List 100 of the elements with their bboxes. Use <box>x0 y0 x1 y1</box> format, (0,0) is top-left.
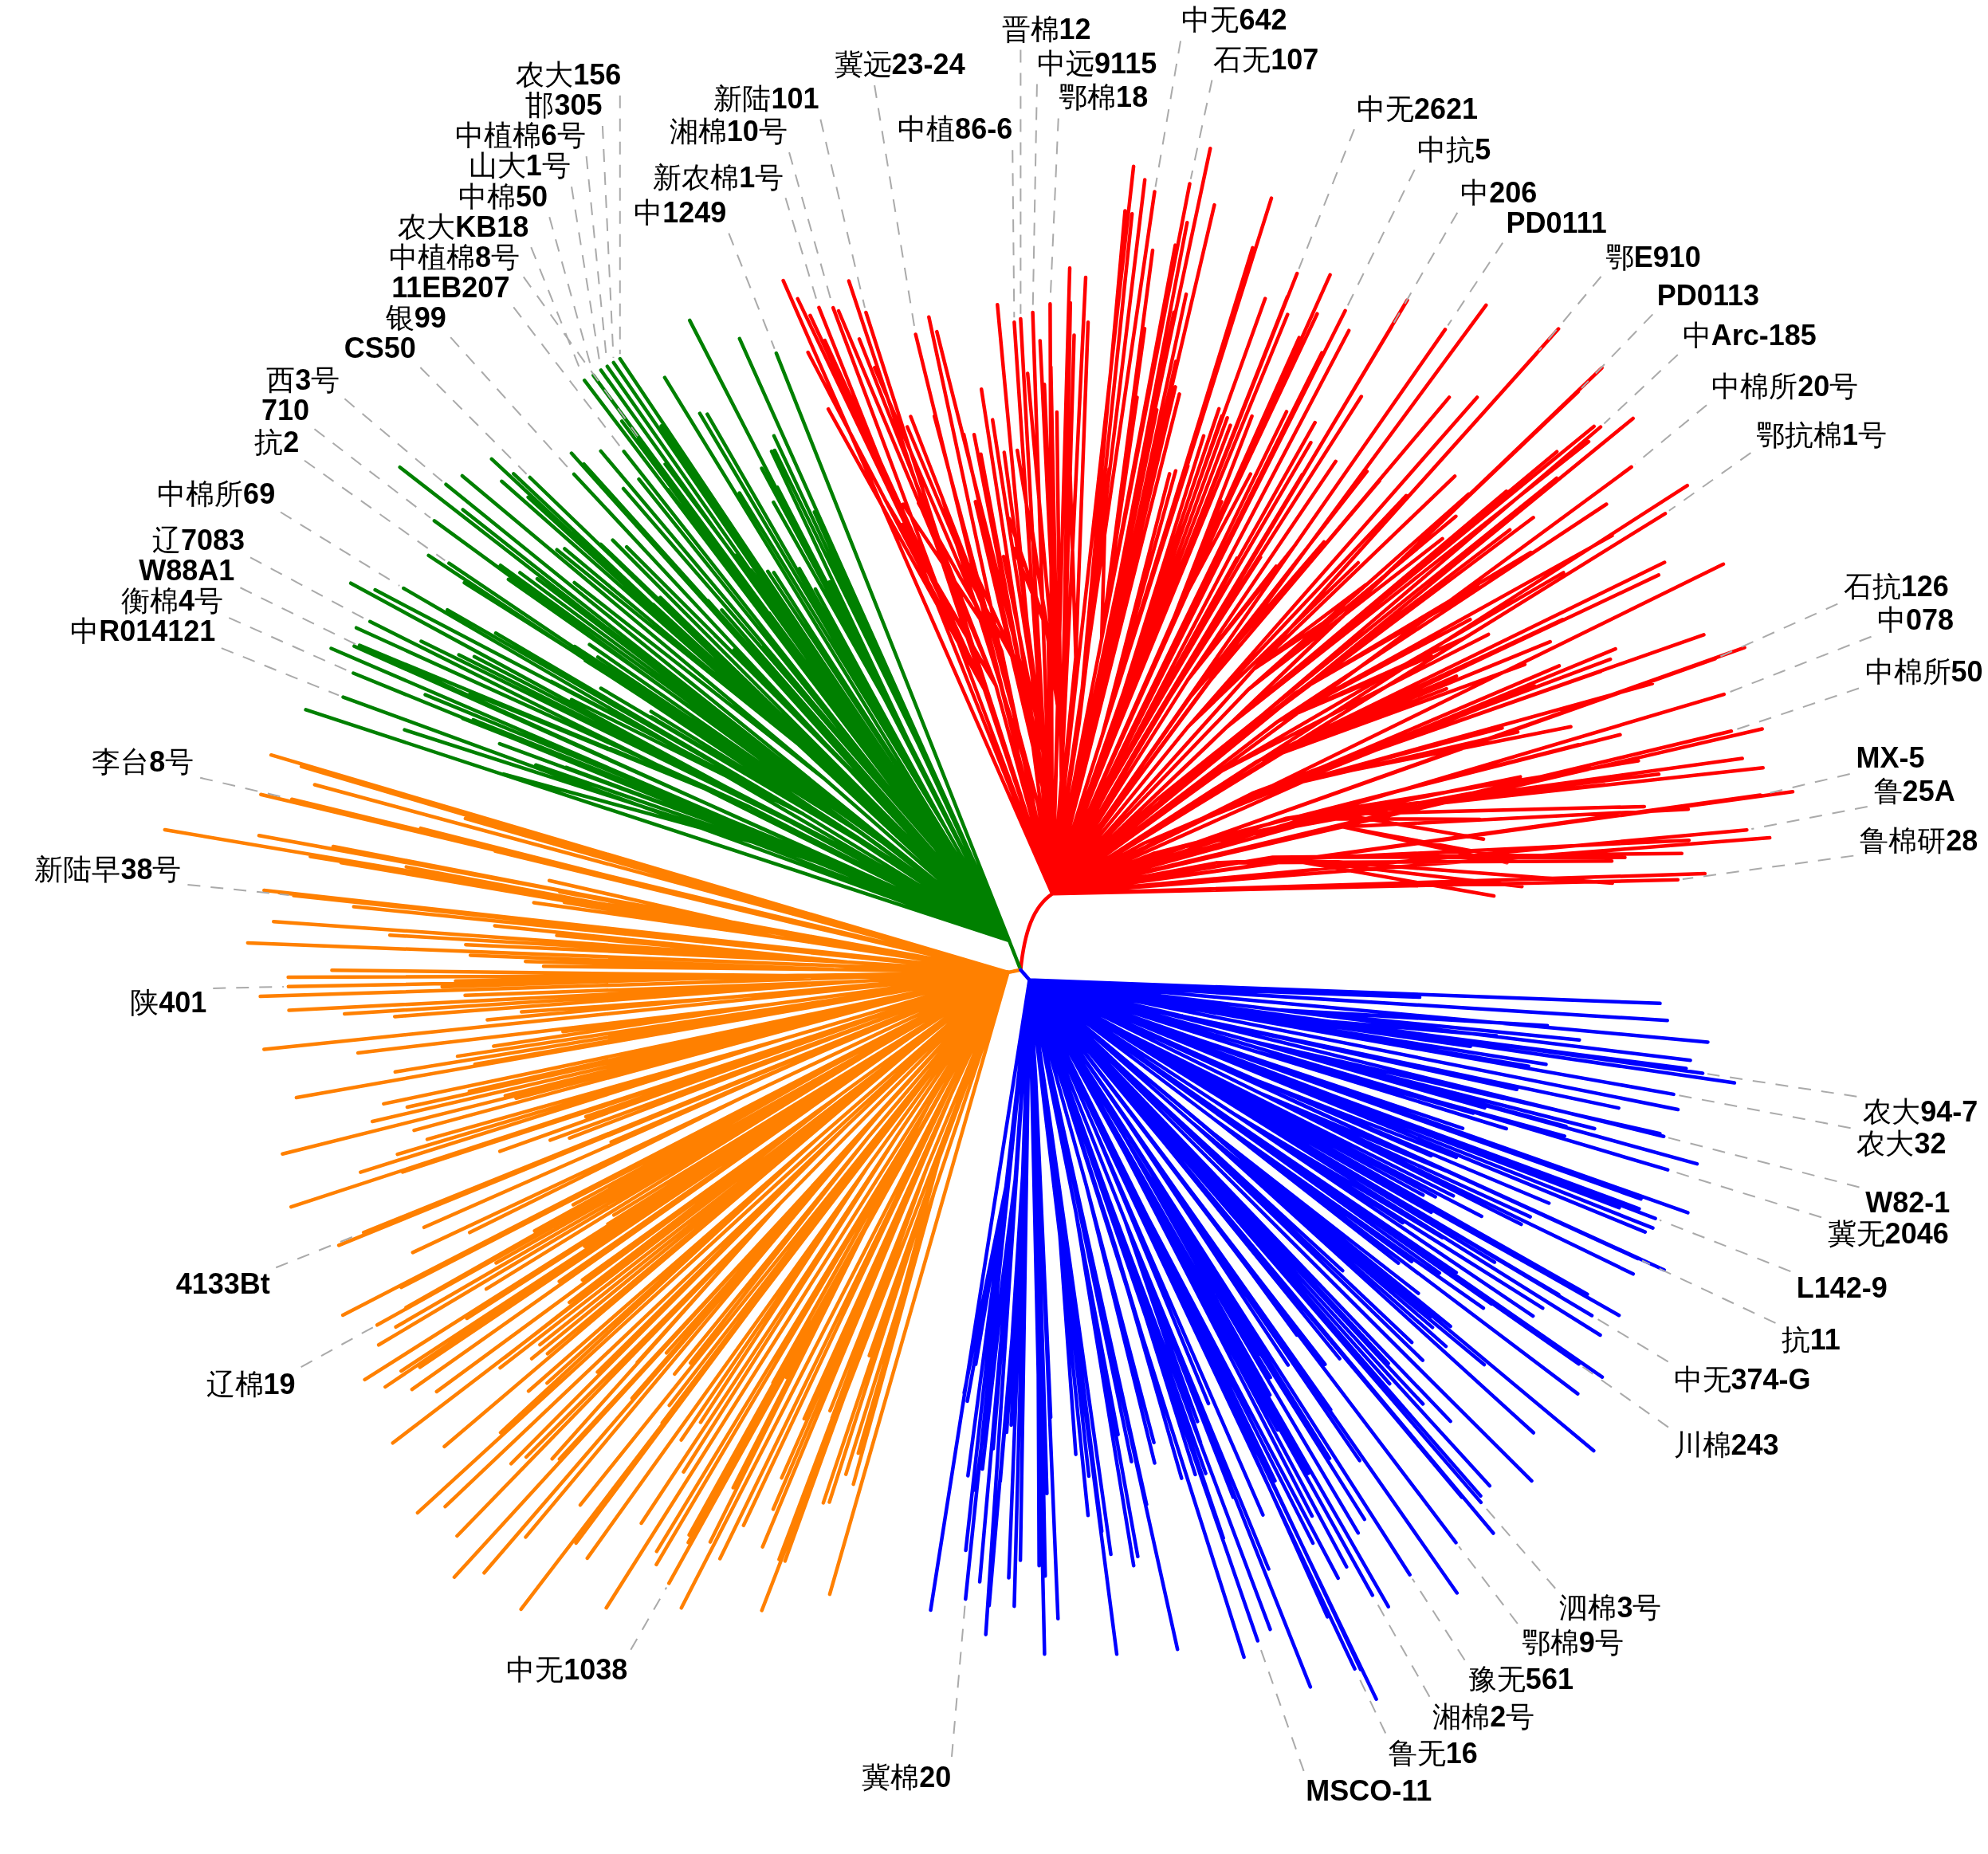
taxon-label: 鄂棉9号 <box>1521 1628 1624 1658</box>
taxon-label: 鲁无16 <box>1388 1738 1478 1768</box>
taxon-label: 鲁25A <box>1873 776 1955 806</box>
leader-line <box>1735 687 1860 731</box>
taxon-label: 中无642 <box>1181 6 1287 35</box>
taxon-label: 邯305 <box>525 91 603 120</box>
leader-line <box>1681 854 1855 880</box>
taxon-label: 中植棉8号 <box>389 242 521 272</box>
leader-line <box>300 1326 374 1369</box>
taxon-label: 豫无561 <box>1467 1665 1574 1695</box>
leader-line <box>1538 276 1602 352</box>
leader-line <box>303 459 446 562</box>
leader-line <box>1393 211 1459 324</box>
leader-line <box>819 118 866 309</box>
taxon-label: 农大156 <box>516 60 622 89</box>
taxon-label: 4133Bt <box>175 1270 270 1299</box>
leader-line <box>1154 40 1182 188</box>
taxon-label: 山大1号 <box>468 151 571 181</box>
leader-line <box>1668 452 1752 512</box>
taxon-label: L142-9 <box>1796 1274 1888 1302</box>
taxon-label: 辽7083 <box>151 525 245 555</box>
taxon-label: 中无2621 <box>1356 94 1478 124</box>
taxon-label: PD0111 <box>1506 208 1607 238</box>
taxon-label: 农大KB18 <box>398 212 529 242</box>
taxon-label: 中R014121 <box>70 617 216 646</box>
taxon-label: 中抗5 <box>1417 135 1491 164</box>
taxon-label: W82-1 <box>1865 1188 1951 1218</box>
taxon-label: 川棉243 <box>1673 1431 1779 1460</box>
leader-line <box>419 367 528 475</box>
leader-line <box>1719 603 1839 658</box>
taxon-label: 中植86-6 <box>898 115 1013 144</box>
leader-line <box>601 125 615 359</box>
leader-line <box>1677 1094 1852 1129</box>
taxon-label: 石无107 <box>1213 45 1319 74</box>
taxon-label: 辽棉19 <box>206 1369 296 1399</box>
leader-line <box>1189 79 1213 180</box>
taxon-label: 冀无2046 <box>1827 1219 1949 1248</box>
leader-line <box>1298 128 1355 270</box>
leader-line <box>513 306 622 449</box>
taxon-label: 农大94-7 <box>1863 1097 1978 1126</box>
taxon-label: MSCO-11 <box>1306 1777 1432 1806</box>
leader-line <box>1447 242 1504 327</box>
leader-line <box>1581 313 1654 389</box>
taxon-label: 抗11 <box>1781 1326 1841 1355</box>
taxon-label: 鄂抗棉1号 <box>1755 420 1887 450</box>
taxon-label: 中植棉6号 <box>454 121 586 151</box>
taxon-label: 新陆早38号 <box>34 855 182 885</box>
taxon-label: 晋棉12 <box>1001 14 1091 44</box>
taxon-label: 中棉所50 <box>1864 658 1983 686</box>
leader-line <box>220 647 340 697</box>
leader-line <box>1581 1365 1669 1428</box>
taxon-label: 西3号 <box>266 366 340 395</box>
leader-line <box>1458 1546 1519 1624</box>
leader-line <box>1595 1317 1669 1363</box>
leader-line <box>1411 1577 1466 1661</box>
leader-line <box>1707 1073 1858 1098</box>
taxon-label: 中078 <box>1877 605 1955 634</box>
taxon-label: 鲁棉研28 <box>1860 826 1978 855</box>
taxon-label: 鄂E910 <box>1605 242 1701 272</box>
taxon-label: MX-5 <box>1856 744 1925 773</box>
leader-line <box>1727 635 1872 693</box>
taxon-label: 中206 <box>1460 178 1538 207</box>
leader-line <box>279 511 401 587</box>
taxon-label: 中无374-G <box>1673 1365 1811 1394</box>
taxon-label: 中棉所20号 <box>1711 372 1859 402</box>
taxon-label: 中无1038 <box>506 1655 628 1684</box>
leader-line <box>522 276 639 438</box>
taxon-label: 陕401 <box>130 988 207 1018</box>
leader-line <box>313 428 432 519</box>
leader-line <box>1641 1259 1777 1324</box>
taxon-label: 冀远23-24 <box>834 50 965 80</box>
leader-line <box>344 398 443 482</box>
leader-line <box>187 883 290 896</box>
taxon-label: 银99 <box>385 304 446 333</box>
taxon-label: 新陆101 <box>713 84 819 114</box>
taxon-label: 衡棉4号 <box>120 586 223 615</box>
taxon-label: CS50 <box>344 334 416 363</box>
taxon-label: 新农棉1号 <box>653 163 784 192</box>
taxon-label: 中Arc-185 <box>1682 321 1817 351</box>
leader-line <box>630 1586 668 1651</box>
taxon-label: 11EB207 <box>391 273 510 303</box>
taxon-label: 李台8号 <box>92 747 194 776</box>
taxon-label: 农大32 <box>1856 1129 1947 1158</box>
leader-line <box>1012 149 1016 319</box>
leader-line <box>728 232 776 350</box>
leader-line <box>619 94 621 355</box>
leader-line <box>1750 806 1868 831</box>
leader-line <box>1603 353 1679 425</box>
taxon-label: PD0113 <box>1656 281 1759 310</box>
taxon-label: 湘棉2号 <box>1432 1702 1535 1731</box>
taxon-label: 鄂棉18 <box>1059 83 1149 112</box>
leader-line <box>1020 49 1022 315</box>
taxon-label: W88A1 <box>139 556 235 585</box>
taxon-label: 710 <box>261 396 310 426</box>
taxon-label: 抗2 <box>254 428 300 458</box>
taxon-label: 中1249 <box>634 198 727 228</box>
taxon-label: 冀棉20 <box>862 1762 952 1792</box>
taxon-label: 湘棉10号 <box>669 117 788 147</box>
leader-line <box>1667 1137 1860 1188</box>
taxon-label: 中棉所69 <box>157 480 276 509</box>
